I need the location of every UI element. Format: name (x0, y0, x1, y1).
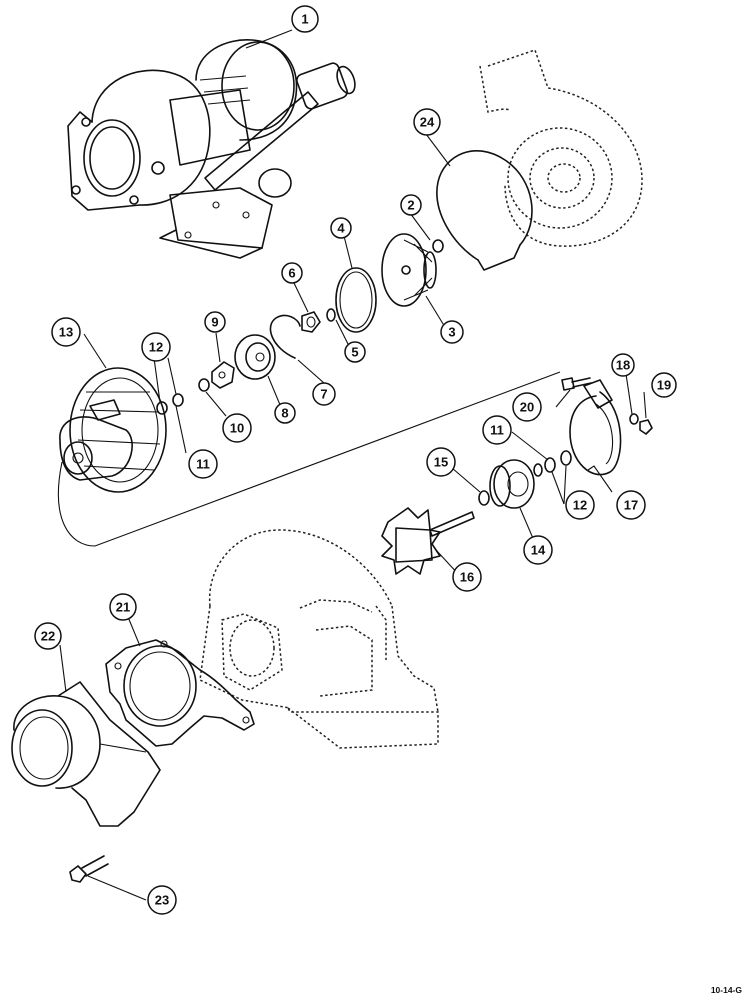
turbocharger-assembly (67, 39, 356, 259)
part-14-heat-shield (489, 459, 535, 509)
callout-2: 2 (400, 194, 422, 216)
assembly-connection-line (57, 371, 561, 547)
svg-text:11: 11 (196, 457, 210, 472)
callout-5: 5 (344, 341, 366, 363)
part-24-snap-ring (436, 150, 533, 271)
svg-text:17: 17 (624, 498, 638, 513)
svg-text:14: 14 (531, 543, 546, 558)
callout-15: 15 (426, 447, 456, 477)
part-5-o-ring (326, 308, 336, 322)
svg-text:22: 22 (41, 629, 55, 644)
callout-24: 24 (413, 108, 441, 136)
callout-8: 8 (274, 402, 296, 424)
part-12-ring-right (560, 450, 572, 466)
svg-text:12: 12 (573, 498, 587, 513)
svg-text:2: 2 (407, 198, 414, 213)
callout-14: 14 (523, 535, 553, 565)
svg-text:10: 10 (230, 421, 244, 436)
part-21-gasket (105, 639, 255, 747)
callout-11-right: 11 (482, 415, 512, 445)
callout-18: 18 (611, 353, 635, 377)
part-15-seal-ring (478, 490, 490, 506)
part-4-o-ring (335, 267, 377, 333)
svg-text:15: 15 (434, 455, 448, 470)
callout-12-left: 12 (141, 332, 171, 362)
callout-12-right: 12 (565, 490, 595, 520)
part-11-ring-right (544, 457, 556, 473)
part-20-bolt (561, 377, 592, 391)
svg-text:5: 5 (351, 345, 358, 360)
callout-7: 7 (312, 382, 336, 406)
svg-text:19: 19 (657, 378, 671, 393)
part-2-nut (432, 239, 444, 253)
callout-19: 19 (651, 372, 677, 398)
callout-1: 1 (291, 5, 319, 33)
part-3-compressor-wheel (381, 233, 437, 307)
compressor-cover-outline (479, 49, 643, 247)
callout-20: 20 (512, 392, 542, 422)
part-19-nut (639, 419, 653, 435)
svg-text:1: 1 (301, 12, 308, 27)
callouts: 1 2 3 4 5 6 7 8 9 10 11 11 12 12 13 14 1… (34, 5, 677, 915)
callout-23: 23 (147, 885, 177, 915)
part-16-turbine-shaft (381, 507, 475, 575)
turbine-housing-outline (199, 529, 439, 749)
svg-text:16: 16 (460, 570, 474, 585)
part-7-retaining-ring (269, 314, 301, 359)
svg-text:6: 6 (288, 266, 295, 281)
callout-6: 6 (281, 262, 303, 284)
part-11-ring-left (172, 393, 184, 407)
svg-text:7: 7 (320, 387, 327, 402)
svg-text:9: 9 (211, 315, 218, 330)
svg-text:11: 11 (490, 423, 504, 438)
svg-text:13: 13 (59, 325, 73, 340)
figure-code: 10-14-G (710, 985, 742, 995)
svg-text:8: 8 (281, 406, 288, 421)
part-9-thrust-bearing (211, 361, 235, 389)
callout-10: 10 (222, 413, 252, 443)
callout-22: 22 (34, 622, 62, 650)
callout-17: 17 (616, 490, 646, 520)
callout-21: 21 (109, 593, 137, 621)
part-22-exhaust-elbow (11, 681, 161, 827)
svg-text:23: 23 (155, 893, 169, 908)
svg-text:21: 21 (116, 600, 130, 615)
svg-text:20: 20 (520, 400, 534, 415)
part-10-ring (198, 378, 210, 392)
svg-text:18: 18 (616, 358, 630, 373)
part-23-bolt (69, 855, 109, 883)
part-18-washer (629, 413, 639, 425)
part-8-thrust-collar (234, 334, 276, 380)
svg-text:4: 4 (337, 221, 345, 236)
callout-3: 3 (440, 320, 464, 344)
part-6-insert (301, 311, 321, 333)
callout-16: 16 (452, 562, 482, 592)
svg-text:3: 3 (448, 325, 455, 340)
svg-text:12: 12 (149, 340, 163, 355)
part-13-center-housing (59, 367, 167, 493)
part-12-ring-left (156, 401, 168, 415)
callout-4: 4 (330, 217, 352, 239)
callout-11-left: 11 (188, 449, 218, 479)
svg-text:24: 24 (420, 115, 435, 130)
callout-13: 13 (51, 317, 81, 347)
part-17-clamp (569, 379, 622, 476)
callout-9: 9 (204, 311, 226, 333)
